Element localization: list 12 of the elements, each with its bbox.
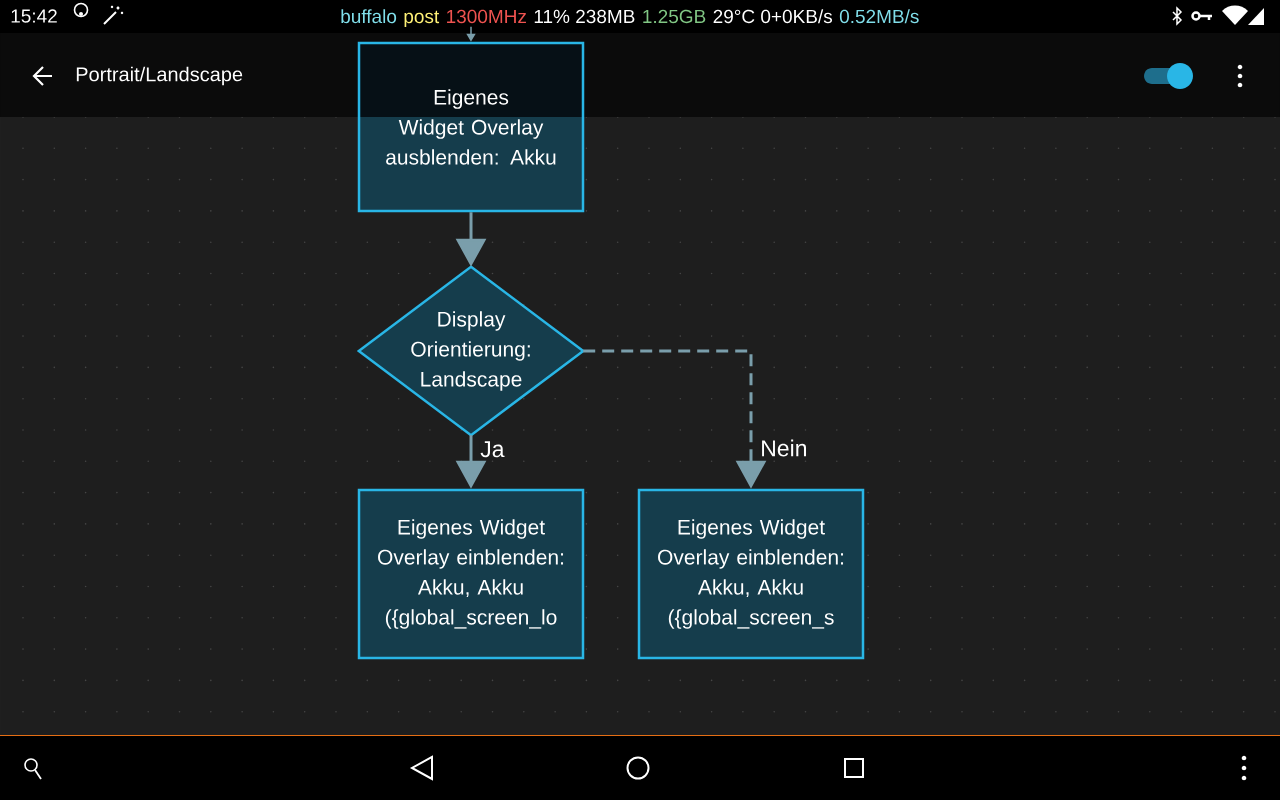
title: Portrait/Landscape [76,66,243,86]
action-box: Eigenes Widget Overlay einblenden: Akku, Akku ({global_screen_lo [357,488,585,660]
action-box: Eigenes Widget Overlay einblenden: Akku, Akku ({global_screen_s [637,488,865,660]
action-box: Eigenes Widget Overlay ausblenden: Akku [357,41,585,213]
status-text: 1300MHz [447,9,526,24]
status-text: 15:42 [11,9,57,23]
status-text: 0.52MB/s [839,9,919,24]
status-text: 29°C 0+0KB/s [713,9,833,24]
status-text: 11% 238MB [534,9,635,24]
status-text: 1.25GB [643,9,706,24]
edge-label: Ja [479,440,506,459]
status-text: buffalo [341,9,397,24]
